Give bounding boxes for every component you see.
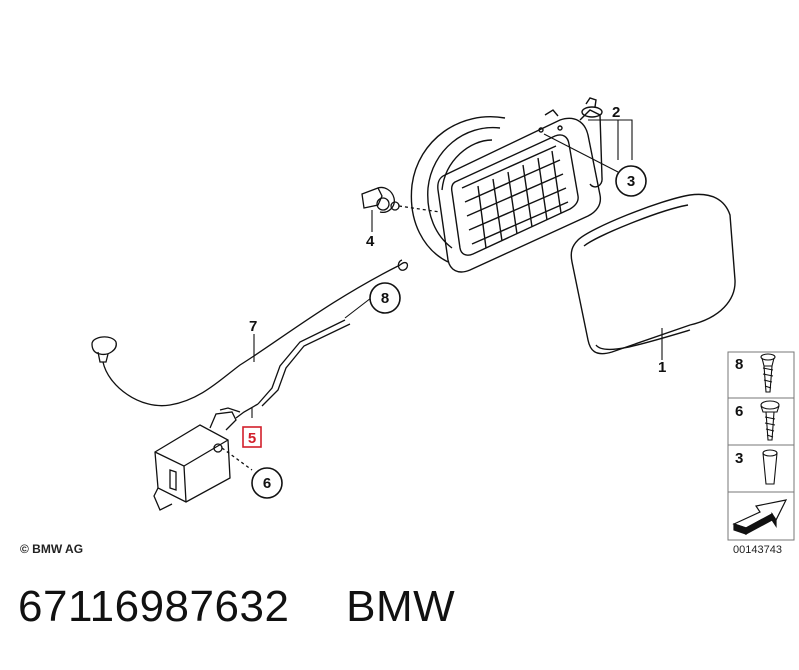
callout-2-label: 2 xyxy=(612,104,620,121)
figure-number: 00143743 xyxy=(733,544,782,556)
side-panel-item-3-number: 3 xyxy=(735,450,743,467)
side-panel-item-8[interactable]: 8 xyxy=(735,353,776,393)
callout-2[interactable]: 2 xyxy=(612,104,620,121)
side-panel-item-3[interactable]: 3 xyxy=(735,449,778,485)
fastener-side-panel: 8 6 3 xyxy=(727,351,795,541)
callout-7[interactable]: 7 xyxy=(249,318,257,335)
emergency-release-cable xyxy=(91,259,409,407)
brand-name: BMW xyxy=(346,582,456,631)
part-number-caption: 67116987632 BMW xyxy=(18,582,455,632)
side-panel-item-6[interactable]: 6 xyxy=(735,400,780,441)
fuel-filler-housing xyxy=(410,97,603,273)
callout-8[interactable]: 8 xyxy=(369,282,401,314)
flange-screw-icon xyxy=(760,400,780,441)
leader-lines xyxy=(251,119,663,418)
side-panel-item-6-number: 6 xyxy=(735,403,743,420)
fuel-filler-flap xyxy=(570,193,736,355)
callout-5-label: 5 xyxy=(248,430,256,447)
actuator-rod xyxy=(235,319,351,419)
callout-8-circle xyxy=(369,282,401,314)
callout-1-label: 1 xyxy=(658,359,666,376)
grommet-part xyxy=(361,186,441,213)
screw-icon xyxy=(760,353,776,393)
callout-4-label: 4 xyxy=(366,233,375,250)
part-number: 67116987632 xyxy=(18,582,290,631)
callout-3-label: 3 xyxy=(627,173,635,190)
drive-actuator xyxy=(153,407,253,511)
callout-7-label: 7 xyxy=(249,318,257,335)
callout-5[interactable]: 5 xyxy=(242,426,262,448)
callout-3[interactable]: 3 xyxy=(615,165,647,197)
callout-6-label: 6 xyxy=(263,475,271,492)
callout-6[interactable]: 6 xyxy=(251,467,283,499)
callout-5-highlight-box xyxy=(242,426,262,448)
callout-6-circle xyxy=(251,467,283,499)
callout-3-circle xyxy=(615,165,647,197)
copyright-text: © BMW AG xyxy=(20,542,83,556)
callout-4[interactable]: 4 xyxy=(366,233,375,250)
callout-1[interactable]: 1 xyxy=(658,359,666,376)
rubber-buffer-icon xyxy=(762,449,778,485)
side-panel-item-8-number: 8 xyxy=(735,356,743,373)
callout-8-label: 8 xyxy=(381,290,389,307)
arrow-icon[interactable] xyxy=(732,499,788,536)
